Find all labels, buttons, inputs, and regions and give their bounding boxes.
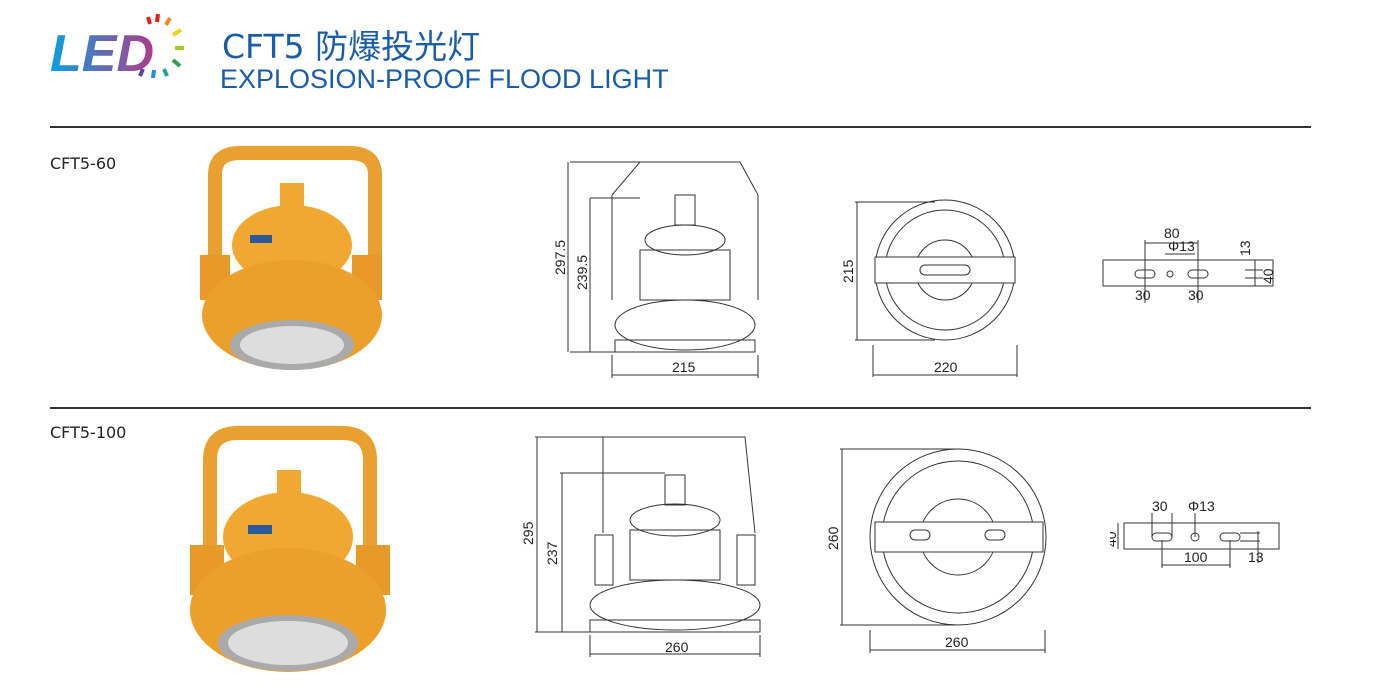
top-view-drawing: 215 220 xyxy=(840,199,1018,377)
dim-hole: Φ13 xyxy=(1188,498,1215,514)
title-cn: CFT5 防爆投光灯 xyxy=(222,27,481,66)
dim-height-total: 297.5 xyxy=(552,240,568,275)
bracket-drawing: 30 Φ13 40 100 13 xyxy=(1110,498,1280,568)
dim-slot-right: 30 xyxy=(1188,287,1204,303)
dim-slot-left: 30 xyxy=(1135,287,1151,303)
dim-offset: 13 xyxy=(1248,549,1264,565)
product-photo xyxy=(190,426,390,672)
led-logo: LED xyxy=(50,13,200,84)
side-view-drawing: 297.5 239.5 215 xyxy=(552,161,759,378)
model-label: CFT5-60 xyxy=(50,154,117,173)
title-en: EXPLOSION-PROOF FLOOD LIGHT xyxy=(220,64,669,94)
dim-slot: 30 xyxy=(1152,498,1168,514)
dim-width: 215 xyxy=(672,359,696,375)
dim-height-total: 295 xyxy=(520,521,536,545)
model-label: CFT5-100 xyxy=(50,423,127,442)
dim-spacing: 100 xyxy=(1184,549,1208,565)
side-view-drawing: 295 237 260 xyxy=(520,436,761,657)
dim-height: 40 xyxy=(1110,531,1119,547)
divider xyxy=(50,126,1311,128)
dim-height-body: 239.5 xyxy=(574,255,590,290)
dim-width: 220 xyxy=(934,359,958,375)
dim-spacing: 80 xyxy=(1164,225,1180,241)
bracket-drawing: 80 Φ13 30 30 13 40 xyxy=(1102,225,1276,303)
dim-height: 40 xyxy=(1260,268,1276,284)
dim-height: 260 xyxy=(825,526,841,550)
dim-height: 215 xyxy=(840,259,856,283)
product-photo xyxy=(200,146,382,370)
dim-offset: 13 xyxy=(1237,240,1253,256)
divider xyxy=(50,407,1311,409)
top-view-drawing: 260 260 xyxy=(825,448,1047,653)
dim-width: 260 xyxy=(945,634,969,650)
dim-height-body: 237 xyxy=(544,541,560,565)
dim-width: 260 xyxy=(665,639,689,655)
dim-hole: Φ13 xyxy=(1168,238,1195,254)
svg-text:LED: LED xyxy=(50,25,154,83)
